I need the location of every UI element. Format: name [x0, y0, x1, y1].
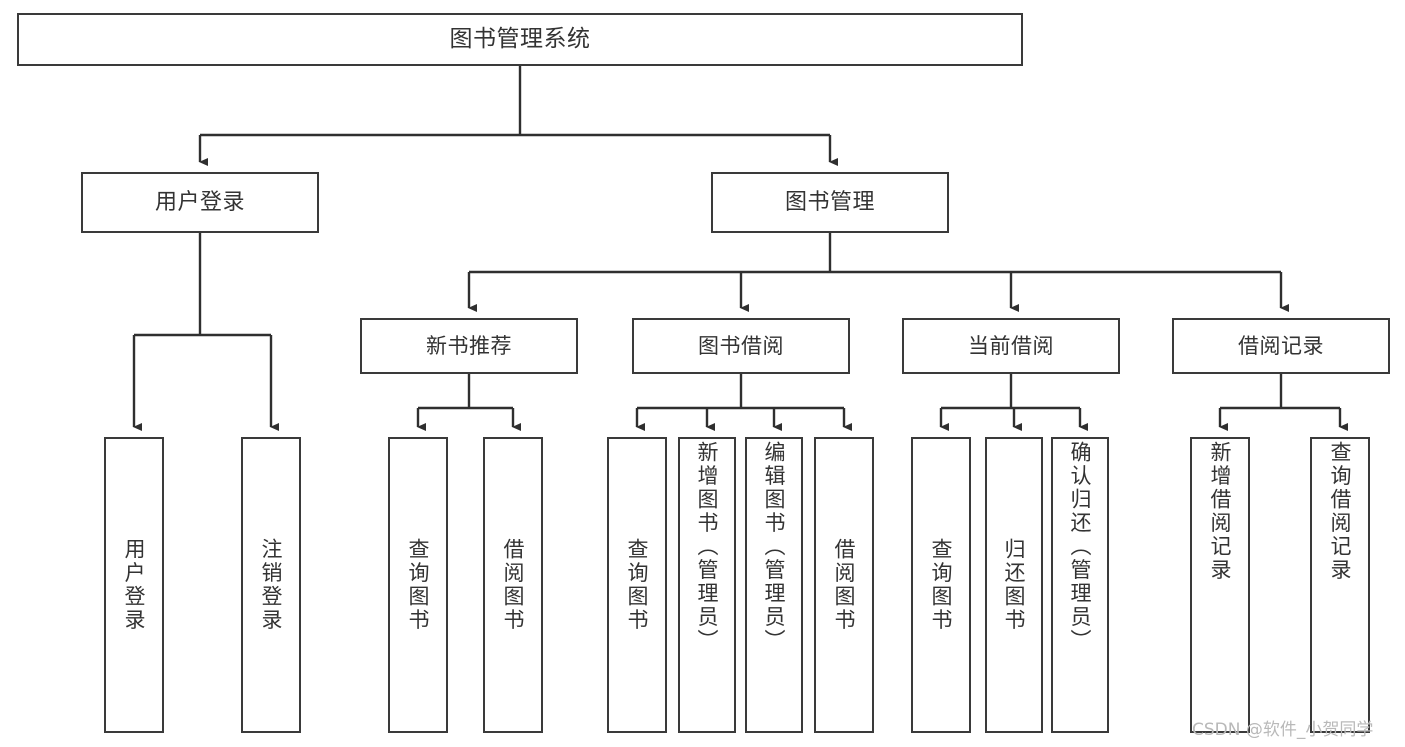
node-leaf-confirm-return[interactable]: 确认归还（管理员） [1051, 437, 1109, 733]
node-leaf-query-book-2[interactable]: 查询图书 [607, 437, 667, 733]
node-root-label: 图书管理系统 [449, 25, 591, 52]
node-user-login-label: 用户登录 [154, 189, 245, 215]
node-leaf-return-book[interactable]: 归还图书 [985, 437, 1043, 733]
leaf-label: 借阅图书 [501, 538, 526, 632]
node-root[interactable]: 图书管理系统 [17, 13, 1023, 66]
node-leaf-borrow-book-1[interactable]: 借阅图书 [483, 437, 543, 733]
node-leaf-user-login[interactable]: 用户登录 [104, 437, 164, 733]
node-current-borrow-label: 当前借阅 [968, 333, 1054, 358]
node-book-borrow-label: 图书借阅 [698, 333, 784, 358]
leaf-label: 新增图书（管理员） [695, 441, 720, 653]
leaf-label: 用户登录 [122, 538, 147, 632]
leaf-label: 查询图书 [406, 538, 431, 632]
leaf-label: 查询借阅记录 [1328, 441, 1353, 582]
leaf-label: 新增借阅记录 [1208, 441, 1233, 582]
node-book-manage[interactable]: 图书管理 [711, 172, 949, 233]
node-leaf-query-record[interactable]: 查询借阅记录 [1310, 437, 1370, 733]
node-current-borrow[interactable]: 当前借阅 [902, 318, 1120, 374]
leaf-label: 注销登录 [259, 538, 284, 632]
leaf-label: 归还图书 [1002, 538, 1027, 632]
node-leaf-logout[interactable]: 注销登录 [241, 437, 301, 733]
node-leaf-query-book-3[interactable]: 查询图书 [911, 437, 971, 733]
node-leaf-query-book-1[interactable]: 查询图书 [388, 437, 448, 733]
node-book-borrow[interactable]: 图书借阅 [632, 318, 850, 374]
csdn-watermark: CSDN @软件_小贺同学 [1192, 720, 1374, 740]
node-user-login[interactable]: 用户登录 [81, 172, 319, 233]
node-new-book-recommend[interactable]: 新书推荐 [360, 318, 578, 374]
node-leaf-borrow-book-2[interactable]: 借阅图书 [814, 437, 874, 733]
node-leaf-edit-book[interactable]: 编辑图书（管理员） [745, 437, 803, 733]
node-leaf-add-record[interactable]: 新增借阅记录 [1190, 437, 1250, 733]
leaf-label: 编辑图书（管理员） [762, 441, 787, 653]
node-borrow-record[interactable]: 借阅记录 [1172, 318, 1390, 374]
node-borrow-record-label: 借阅记录 [1238, 333, 1324, 358]
node-new-book-recommend-label: 新书推荐 [426, 333, 512, 358]
node-leaf-add-book[interactable]: 新增图书（管理员） [678, 437, 736, 733]
leaf-label: 查询图书 [625, 538, 650, 632]
node-book-manage-label: 图书管理 [784, 189, 875, 215]
leaf-label: 查询图书 [929, 538, 954, 632]
leaf-label: 确认归还（管理员） [1068, 441, 1093, 653]
leaf-label: 借阅图书 [832, 538, 857, 632]
